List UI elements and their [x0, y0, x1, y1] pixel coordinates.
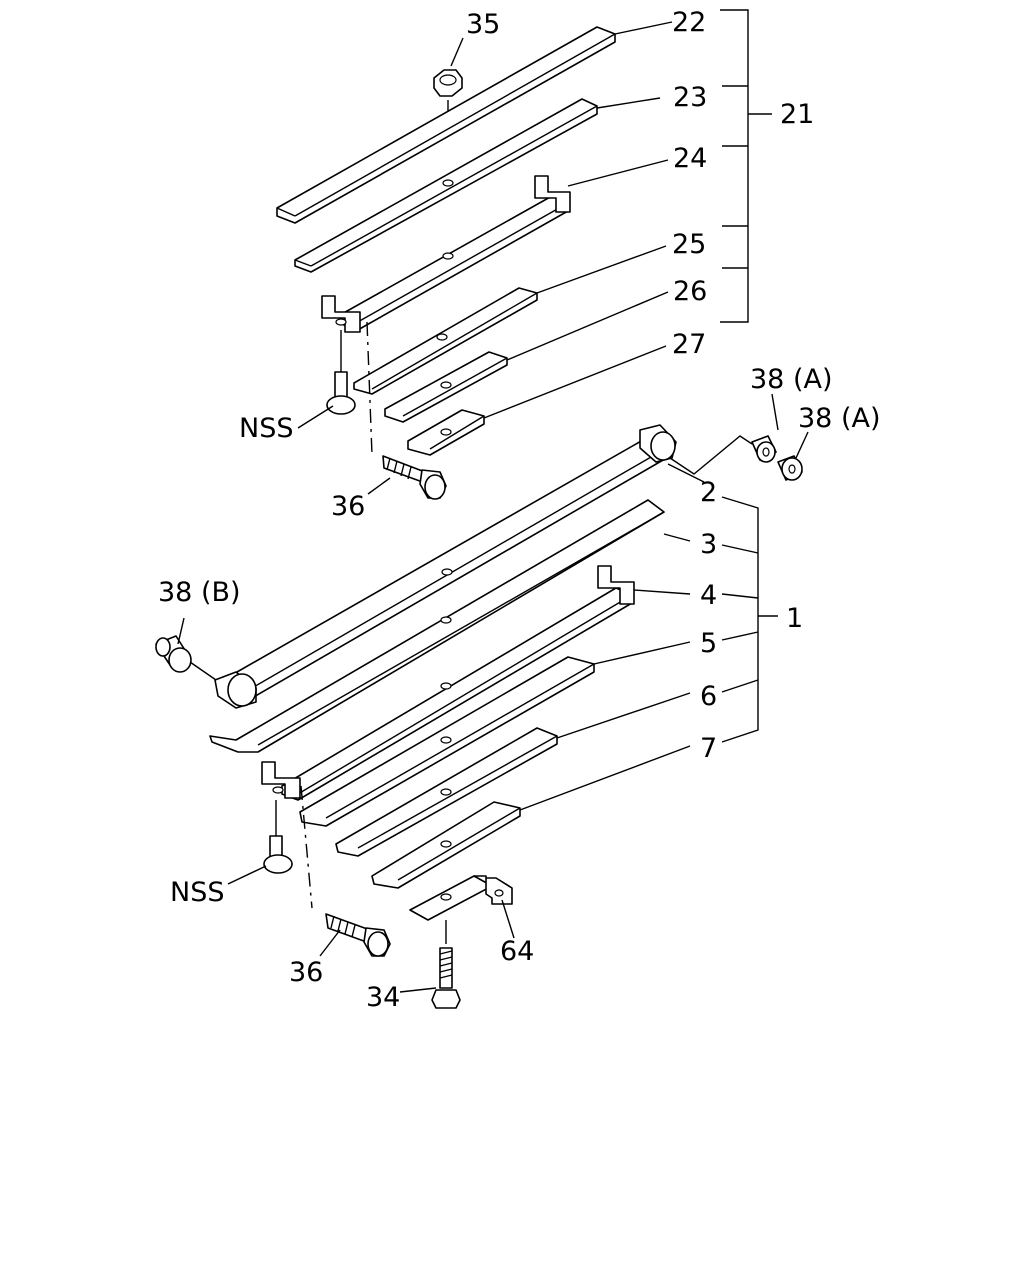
callout-27: 27 [672, 329, 706, 360]
callout-25: 25 [672, 229, 706, 260]
leaf-6 [335, 727, 558, 857]
u-bolt-upper [382, 455, 447, 500]
callout-nss-lower: NSS [170, 877, 224, 908]
callout-22: 22 [672, 7, 706, 38]
callout-3: 3 [700, 529, 717, 560]
nut-part [433, 69, 463, 122]
leaf-22-edge2 [294, 33, 616, 217]
center-bolt-upper [326, 330, 356, 415]
callout-labels: 35 22 23 24 21 25 26 27 NSS 36 38 (A) 38… [158, 7, 880, 1013]
callout-7: 7 [700, 733, 717, 764]
leaf-26 [384, 351, 508, 423]
bushing-38a-left [751, 435, 777, 463]
leaf-22-edge [276, 207, 296, 217]
callout-1: 1 [786, 603, 803, 634]
bushing-38a-right [777, 455, 803, 481]
bolt-34 [431, 920, 461, 1009]
leaf-3 [209, 499, 665, 753]
leaf-7 [371, 801, 521, 889]
callout-21: 21 [780, 99, 814, 130]
leaf-22 [276, 26, 616, 224]
leaf-4-with-clips [261, 565, 635, 801]
leaf-24-with-clips [321, 175, 571, 333]
leader-lines [177, 21, 809, 993]
callout-34: 34 [366, 982, 400, 1013]
callout-nss-upper: NSS [239, 413, 293, 444]
leaf-25 [353, 287, 538, 395]
callout-5: 5 [700, 628, 717, 659]
main-leaf-2 [214, 424, 677, 709]
bracket-64 [409, 875, 513, 921]
leaf-27 [407, 409, 485, 456]
callout-38a-2: 38 (A) [798, 403, 880, 434]
callout-38a-1: 38 (A) [750, 364, 832, 395]
callout-64: 64 [500, 936, 534, 967]
callout-6: 6 [700, 681, 717, 712]
assembly-bracket-21 [720, 9, 772, 323]
assembly-bracket-1 [721, 496, 778, 743]
bolt-axis-lower [300, 785, 313, 909]
callout-24: 24 [673, 143, 707, 174]
leaf-5 [299, 656, 595, 827]
center-bolt-lower [263, 800, 293, 874]
callout-38b: 38 (B) [158, 577, 241, 608]
callout-35: 35 [466, 9, 500, 40]
callout-23: 23 [673, 82, 707, 113]
u-bolt-lower [325, 913, 391, 957]
bolt-axis-upper [366, 321, 373, 456]
callout-2: 2 [700, 477, 717, 508]
bushing-38b [155, 635, 192, 673]
callout-26: 26 [673, 276, 707, 307]
callout-36-lower: 36 [289, 957, 323, 988]
callout-4: 4 [700, 580, 717, 611]
leaf-23 [294, 98, 598, 273]
callout-36-upper: 36 [331, 491, 365, 522]
